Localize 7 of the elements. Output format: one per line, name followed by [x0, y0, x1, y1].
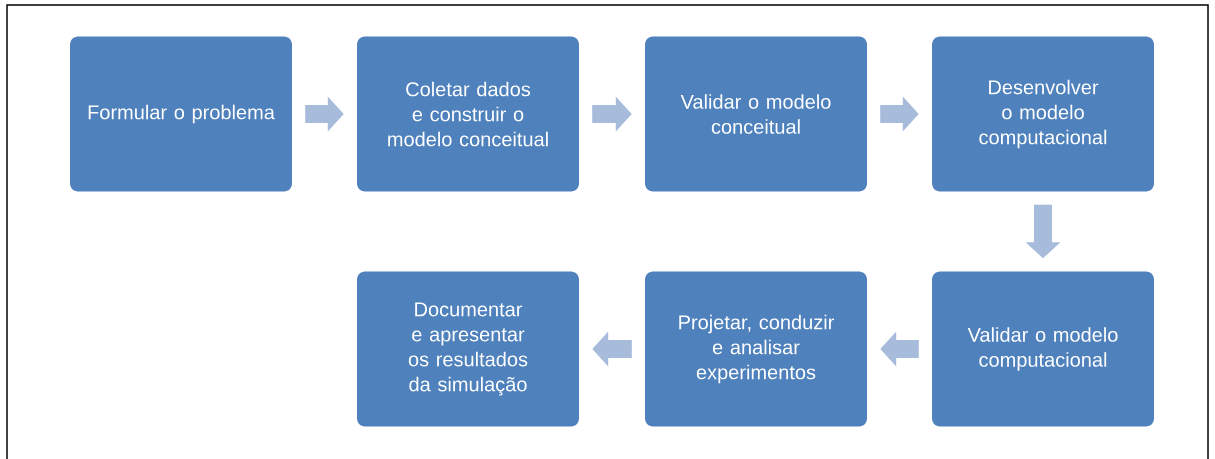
process-box: Coletar dados e construir o modelo conceitual — [357, 36, 579, 192]
process-box: Formular o problema — [70, 36, 292, 192]
process-box: Desenvolver o modelo computacional — [932, 36, 1154, 192]
process-box: Projetar, conduzir e analisar experimentos — [645, 271, 867, 427]
process-box: Validar o modelo conceitual — [645, 36, 867, 192]
process-box: Validar o modelo computacional — [932, 271, 1154, 427]
process-box: Documentar e apresentar os resultados da simulação — [357, 271, 579, 427]
